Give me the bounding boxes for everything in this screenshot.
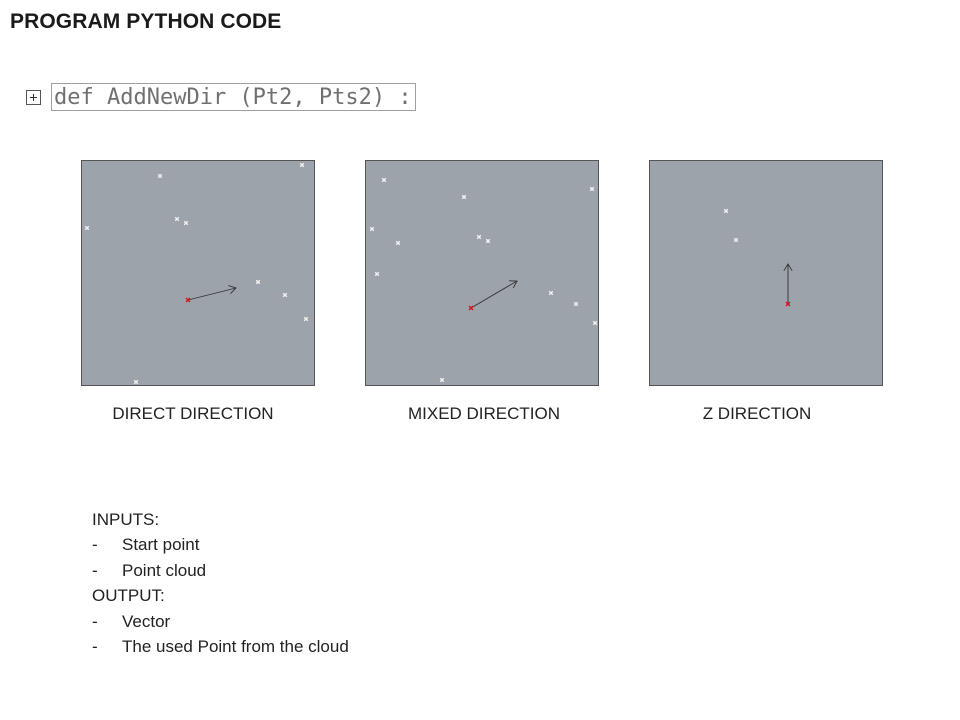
bullet-dash: - [92,535,98,555]
cloud-point [439,377,445,383]
cloud-point [573,301,579,307]
expand-icon[interactable] [26,89,41,105]
cloud-point [157,173,163,179]
input-item-label: Start point [122,535,200,555]
cloud-point [592,320,598,326]
cloud-point [733,237,739,243]
cloud-point [723,208,729,214]
start-point [185,297,191,303]
cloud-point [133,379,139,385]
input-item: - Start point [92,532,349,557]
z-direction-panel [649,160,883,386]
page-title: PROGRAM PYTHON CODE [10,10,282,33]
output-item: - Vector [92,609,349,634]
input-item-label: Point cloud [122,560,207,580]
start-point [468,305,474,311]
vector-arrowhead [508,280,518,289]
cloud-point [374,271,380,277]
cloud-point [282,292,288,298]
cloud-point [461,194,467,200]
mixed-direction-caption: MIXED DIRECTION [407,404,561,423]
cloud-point [303,316,309,322]
output-item-label: Vector [122,611,171,631]
input-item: - Point cloud [92,558,349,583]
cloud-point [381,177,387,183]
cloud-point [476,234,482,240]
code-block: def AddNewDir (Pt2, Pts2) : [26,83,416,111]
bullet-dash: - [92,637,98,657]
output-item: - The used Point from the cloud [92,634,349,659]
bullet-dash: - [92,560,98,580]
cloud-point [84,225,90,231]
bullet-dash: - [92,611,98,631]
cloud-point [183,220,189,226]
direction-vector [187,287,237,301]
cloud-point [548,290,554,296]
mixed-direction-plot [369,177,598,383]
output-heading: OUTPUT: [92,586,165,606]
z-direction-caption: Z DIRECTION [702,404,812,423]
cloud-point [395,240,401,246]
direction-vector [470,280,518,309]
direct-direction-caption: DIRECT DIRECTION [112,404,274,423]
vector-arrowhead [228,285,237,295]
direct-direction-panel [81,160,315,386]
cloud-point [299,162,305,168]
inputs-heading: INPUTS: [92,510,160,529]
direct-direction-plot [84,162,309,385]
vector-arrowhead [783,263,793,272]
output-item-label: The used Point from the cloud [122,637,349,657]
cloud-point [369,226,375,232]
io-description: INPUTS: - Start point - Point cloud OUTP… [92,507,349,659]
z-direction-plot [723,208,793,307]
cloud-point [485,238,491,244]
start-point [785,301,791,307]
cloud-point [255,279,261,285]
cloud-point [174,216,180,222]
function-signature: def AddNewDir (Pt2, Pts2) : [51,83,416,111]
mixed-direction-panel [365,160,599,386]
cloud-point [589,186,595,192]
